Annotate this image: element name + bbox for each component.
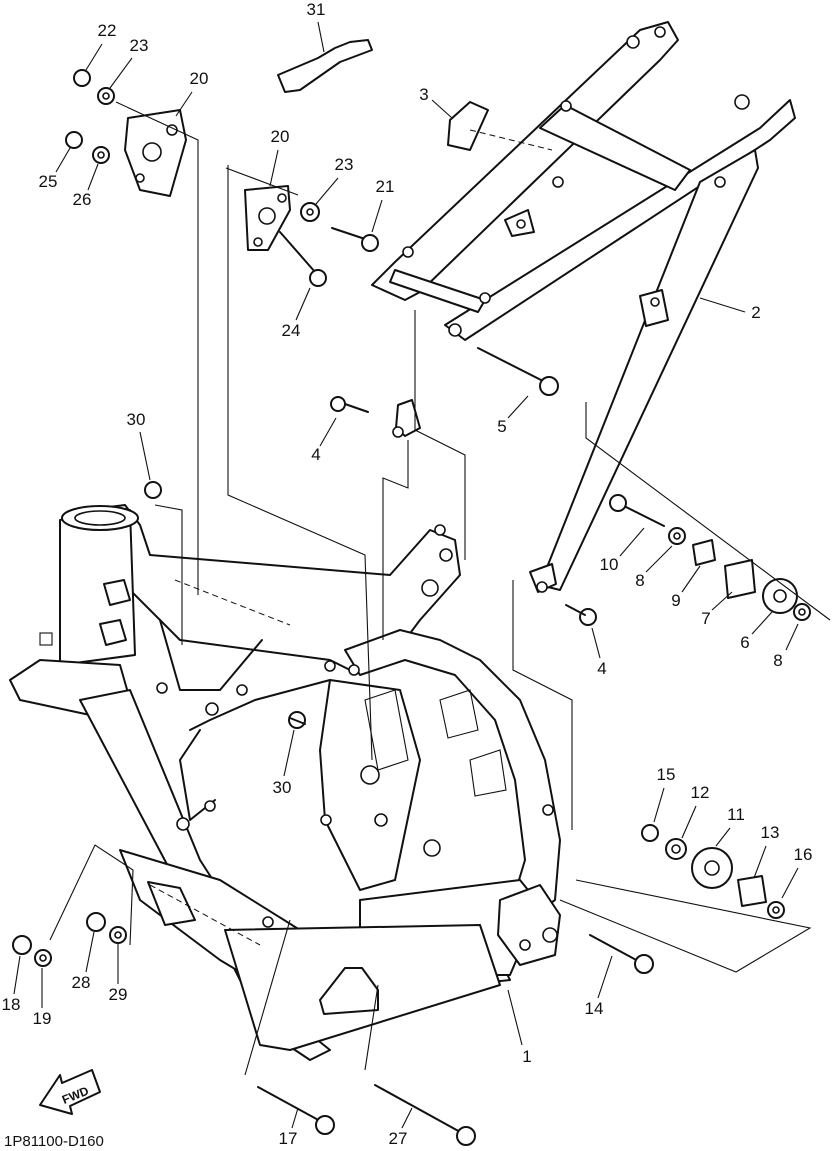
callout-22: 22 (98, 21, 117, 40)
nuts-and-washers (12, 69, 811, 967)
callout-labels: 1 2 3 4 4 5 6 7 8 8 9 10 11 12 13 14 15 … (2, 0, 813, 1148)
callout-14: 14 (585, 999, 604, 1018)
callout-3: 3 (419, 85, 428, 104)
callout-10: 10 (600, 555, 619, 574)
part-31-chain-slider (277, 39, 373, 93)
callout-11: 11 (727, 805, 745, 824)
callout-5: 5 (497, 417, 506, 436)
callout-15: 15 (657, 765, 676, 784)
callout-19: 19 (33, 1009, 52, 1028)
rear-subframe (371, 21, 796, 593)
callout-26: 26 (73, 190, 92, 209)
callout-8b: 8 (773, 651, 782, 670)
callout-30a: 30 (127, 410, 146, 429)
main-frame (9, 504, 561, 1061)
callout-31: 31 (307, 0, 326, 19)
callout-1: 1 (522, 1047, 531, 1066)
callout-6: 6 (740, 633, 749, 652)
callout-8a: 8 (635, 571, 644, 590)
callout-2: 2 (751, 303, 760, 322)
callout-25: 25 (39, 172, 58, 191)
callout-24: 24 (282, 321, 301, 340)
callout-27: 27 (389, 1129, 408, 1148)
callout-4a: 4 (311, 445, 320, 464)
fwd-arrow: FWD (39, 1069, 101, 1115)
callout-21: 21 (376, 177, 395, 196)
callout-17: 17 (279, 1129, 298, 1148)
assembly-lines (49, 101, 831, 1076)
callout-29: 29 (109, 985, 128, 1004)
callout-28: 28 (72, 973, 91, 992)
callout-16: 16 (794, 845, 813, 864)
callout-12: 12 (691, 783, 710, 802)
callout-30b: 30 (273, 778, 292, 797)
callout-23a: 23 (130, 36, 149, 55)
bolts (257, 227, 665, 1146)
callout-23b: 23 (335, 155, 354, 174)
callout-20b: 20 (271, 127, 290, 146)
callout-7: 7 (701, 609, 710, 628)
callout-18: 18 (2, 995, 21, 1014)
part-20-bracket-left (124, 109, 187, 197)
engine-mount-collars (665, 539, 798, 907)
diagram-code: 1P81100-D160 (4, 1133, 104, 1150)
callout-4b: 4 (597, 659, 606, 678)
callout-20a: 20 (190, 69, 209, 88)
part-3-block (447, 101, 489, 151)
callout-13: 13 (761, 823, 780, 842)
callout-9: 9 (671, 591, 680, 610)
part-20-bracket-right (244, 185, 291, 251)
